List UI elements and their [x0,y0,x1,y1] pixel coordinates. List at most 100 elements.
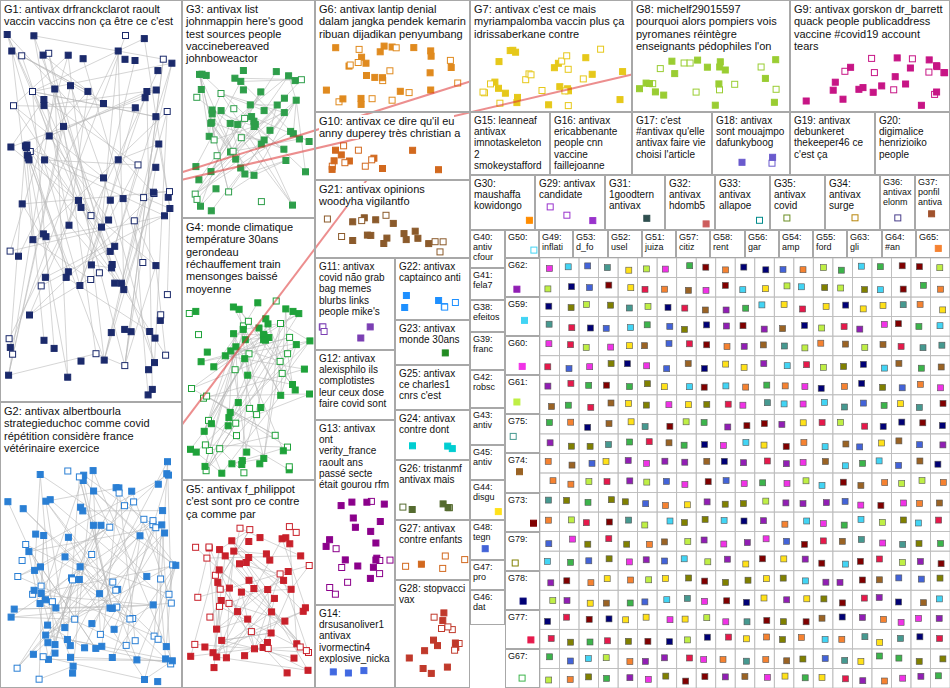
tiny-group [638,649,658,669]
internal-edge [39,666,73,679]
vertex-icon [131,218,137,224]
vertex-icon [704,342,710,348]
internal-edge [55,580,73,645]
vertex-icon [743,384,749,390]
vertex-icon [321,329,327,335]
vertex-icon [258,405,264,411]
tiny-group [599,571,619,591]
vertex-icon [362,163,368,169]
vertex-icon [646,577,652,583]
vertex-icon [269,609,275,615]
tiny-group [540,649,560,669]
vertex-icon [761,361,767,367]
vertex-icon [900,541,906,547]
vertex-icon [723,478,729,484]
vertex-icon [643,266,649,272]
vertex-icon [193,544,199,550]
tiny-group [540,317,560,337]
internal-edge [204,321,248,431]
internal-edge [118,144,159,160]
vertex-icon [406,90,412,96]
vertex-icon [502,90,508,96]
tiny-group [618,336,638,356]
internal-edge [254,574,280,649]
vertex-icon [251,586,257,592]
vertex-icon [580,76,586,82]
vertex-icon [167,189,173,195]
vertex-icon [164,471,170,477]
vertex-icon [701,384,707,390]
vertex-icon [821,265,827,271]
vertex-icon [281,146,287,152]
vertex-icon [784,283,790,289]
tiny-group [833,434,853,454]
vertex-icon [862,423,868,429]
vertex-icon [99,643,105,649]
internal-edge [222,640,294,658]
vertex-icon [41,533,47,539]
vertex-icon [546,541,552,547]
tiny-group [618,454,638,474]
vertex-icon [101,101,107,107]
vertex-icon [237,525,243,531]
vertex-icon [763,576,769,582]
vertex-icon [240,68,246,74]
internal-edge [49,90,156,136]
vertex-icon [116,490,122,496]
tiny-group [696,454,716,474]
vertex-icon [277,571,283,577]
vertex-icon [369,96,375,102]
vertex-icon [122,326,128,332]
vertex-icon [286,464,292,470]
tiny-group [931,454,950,474]
vertex-icon [684,502,690,508]
vertex-icon [603,459,609,465]
vertex-icon [163,644,169,650]
tiny-group [560,317,580,337]
vertex-icon [240,326,246,332]
vertex-icon [122,503,128,509]
tiny-group [931,493,950,513]
vertex-icon [340,96,346,102]
vertex-icon [245,616,251,622]
tiny-group [794,629,814,649]
vertex-icon [226,600,232,606]
vertex-icon [665,304,671,310]
vertex-icon [204,349,210,355]
vertex-icon [428,670,434,676]
tiny-group [599,375,619,395]
internal-edge [19,51,119,256]
tiny-group [911,375,931,395]
vertex-icon [842,404,848,410]
vertex-icon [436,298,442,304]
vertex-icon [723,619,729,625]
tiny-group [540,551,560,571]
vertex-icon [685,287,691,293]
internal-edge [239,564,300,647]
vertex-icon [410,147,416,153]
vertex-icon [907,65,913,71]
vertex-icon [693,89,699,95]
internal-edge [231,92,261,152]
vertex-icon [349,499,355,505]
vertex-icon [628,325,634,331]
internal-edge [284,580,309,652]
tiny-group [618,493,638,513]
vertex-icon [209,107,215,113]
vertex-icon [306,139,312,145]
vertex-icon [440,239,446,245]
vertex-icon [585,499,591,505]
internal-edge [101,51,118,227]
vertex-icon [238,78,244,84]
tiny-group [696,375,716,395]
vertex-icon [781,302,787,308]
vertex-icon [261,337,267,343]
internal-edge [220,530,250,550]
vertex-icon [859,577,865,583]
tiny-group [735,629,755,649]
tiny-group [891,629,911,649]
vertex-icon [627,478,633,484]
vertex-icon [939,342,945,348]
tiny-group [872,532,892,552]
internal-edge [46,488,119,501]
